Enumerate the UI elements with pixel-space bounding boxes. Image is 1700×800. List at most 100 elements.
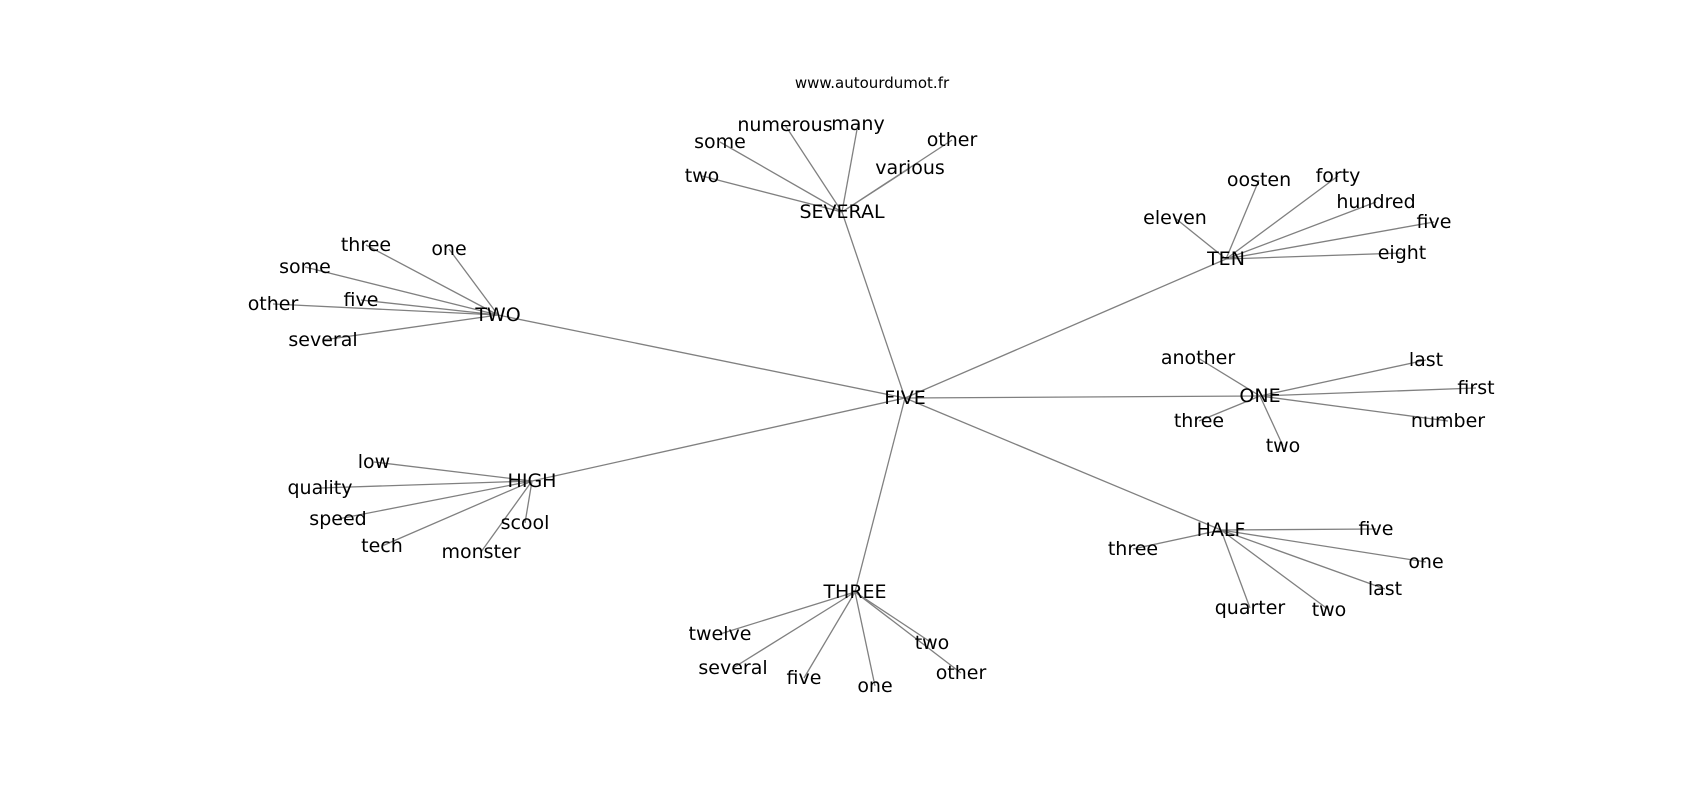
edge-one-first xyxy=(1259,387,1477,397)
hub-node-ten: TEN xyxy=(1206,248,1245,270)
edge-half-five xyxy=(1220,528,1377,531)
edge-one-two xyxy=(1259,395,1284,447)
word-node-ten-oosten: oosten xyxy=(1227,169,1291,191)
edge-two-several xyxy=(322,314,499,341)
edge-high-low xyxy=(373,461,533,482)
edge-half-one xyxy=(1220,529,1427,563)
word-node-several-some: some xyxy=(694,131,746,153)
edge-high-tech xyxy=(381,480,533,547)
edge-half-three xyxy=(1132,529,1222,550)
word-node-high-quality: quality xyxy=(288,477,353,499)
edge-three-twelve xyxy=(719,591,856,635)
word-node-high-tech: tech xyxy=(361,535,403,557)
word-node-one-number: number xyxy=(1411,410,1485,432)
edge-high-monster xyxy=(480,480,533,553)
graph-edges xyxy=(272,123,1477,687)
edge-half-quarter xyxy=(1220,529,1251,609)
edge-one-number xyxy=(1259,395,1449,422)
edge-two-three xyxy=(365,244,499,316)
edge-one-last xyxy=(1259,359,1427,397)
word-node-three-several: several xyxy=(698,657,767,679)
word-node-one-another: another xyxy=(1161,347,1235,369)
edge-half-last xyxy=(1220,529,1386,590)
edge-several-numerous xyxy=(784,124,843,213)
word-node-three-two: two xyxy=(915,632,950,654)
edge-center-two xyxy=(497,314,906,399)
edge-ten-forty xyxy=(1225,175,1339,260)
word-node-one-last: last xyxy=(1409,349,1443,371)
word-node-ten-hundred: hundred xyxy=(1336,191,1415,213)
edge-three-one xyxy=(854,591,876,687)
edge-three-other xyxy=(854,591,962,674)
edge-two-some xyxy=(304,266,499,316)
word-node-half-five: five xyxy=(1359,518,1394,540)
hub-node-two: TWO xyxy=(474,304,520,326)
edge-ten-hundred xyxy=(1225,201,1377,260)
edge-three-two xyxy=(854,591,933,644)
word-node-one-first: first xyxy=(1457,377,1494,399)
word-node-half-two: two xyxy=(1312,599,1347,621)
edge-ten-oosten xyxy=(1225,179,1260,260)
word-node-high-low: low xyxy=(358,451,390,473)
word-node-three-one: one xyxy=(857,675,892,697)
hub-node-high: HIGH xyxy=(508,470,557,492)
word-node-high-scool: scool xyxy=(501,512,550,534)
edge-high-speed xyxy=(337,480,533,520)
word-node-one-two: two xyxy=(1266,435,1301,457)
site-watermark: www.autourdumot.fr xyxy=(795,74,950,92)
center-node: FIVE xyxy=(884,387,926,409)
word-node-high-monster: monster xyxy=(441,541,520,563)
word-node-ten-eleven: eleven xyxy=(1143,207,1207,229)
edge-ten-eleven xyxy=(1174,217,1227,260)
word-node-half-one: one xyxy=(1408,551,1443,573)
word-node-half-three: three xyxy=(1108,538,1158,560)
word-node-several-various: various xyxy=(875,157,945,179)
edge-two-one xyxy=(448,248,499,316)
edge-several-many xyxy=(841,123,859,213)
edge-several-two xyxy=(701,175,843,213)
edge-high-scool xyxy=(524,480,533,524)
word-node-two-other: other xyxy=(248,293,299,315)
edge-center-ten xyxy=(904,258,1227,399)
word-node-several-other: other xyxy=(927,129,978,151)
edge-two-five xyxy=(360,299,499,316)
edge-ten-eight xyxy=(1225,252,1403,260)
edge-several-various xyxy=(841,167,911,213)
hub-node-half: HALF xyxy=(1197,519,1246,541)
word-node-high-speed: speed xyxy=(309,508,366,530)
word-node-several-many: many xyxy=(831,113,884,135)
edge-three-several xyxy=(732,591,856,669)
edge-center-high xyxy=(531,397,906,482)
edge-center-three xyxy=(854,397,906,593)
edge-two-other xyxy=(272,303,499,316)
word-node-several-two: two xyxy=(685,165,720,187)
edge-three-five xyxy=(803,591,856,679)
edge-one-another xyxy=(1197,357,1261,397)
edge-center-several xyxy=(841,211,906,399)
word-node-one-three: three xyxy=(1174,410,1224,432)
word-node-several-numerous: numerous xyxy=(737,114,832,136)
word-node-half-last: last xyxy=(1368,578,1402,600)
word-node-two-five: five xyxy=(344,289,379,311)
hub-node-three: THREE xyxy=(822,581,886,603)
word-node-half-quarter: quarter xyxy=(1215,597,1286,619)
word-node-two-three: three xyxy=(341,234,391,256)
hub-node-one: ONE xyxy=(1239,385,1280,407)
word-node-ten-five: five xyxy=(1417,211,1452,233)
edge-high-quality xyxy=(319,480,533,489)
word-node-ten-eight: eight xyxy=(1378,242,1427,264)
word-node-three-other: other xyxy=(936,662,987,684)
word-node-ten-forty: forty xyxy=(1316,165,1361,187)
edge-several-some xyxy=(719,141,843,213)
edge-half-two xyxy=(1220,529,1330,611)
word-node-two-one: one xyxy=(431,238,466,260)
edge-ten-five xyxy=(1225,221,1435,260)
word-node-two-several: several xyxy=(288,329,357,351)
hub-node-several: SEVERAL xyxy=(799,201,884,223)
word-node-three-twelve: twelve xyxy=(689,623,752,645)
edge-center-one xyxy=(904,395,1261,399)
edge-one-three xyxy=(1198,395,1261,422)
word-node-three-five: five xyxy=(787,667,822,689)
